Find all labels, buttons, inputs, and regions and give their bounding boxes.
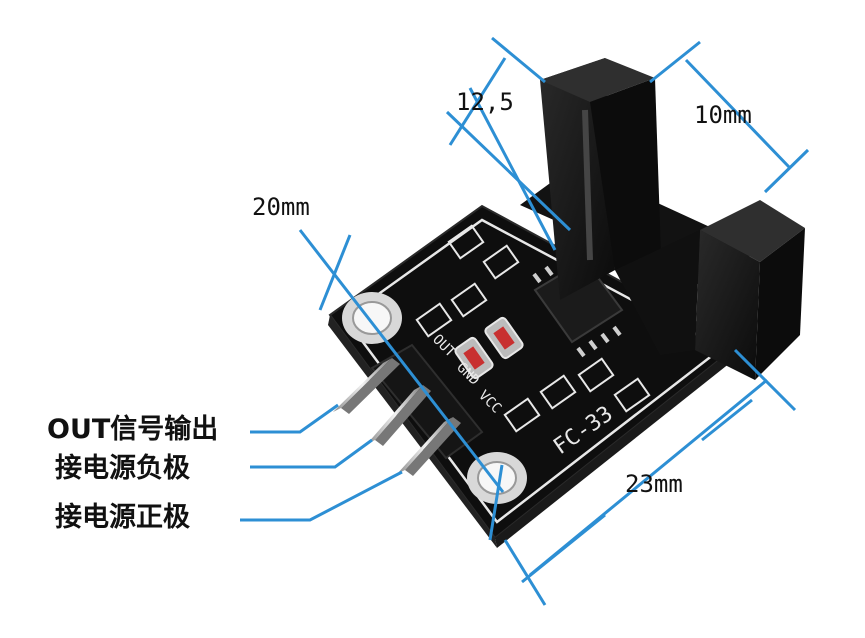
header-pin-gnd [367,385,431,446]
pin-label-gnd: 接电源负极 [55,453,190,484]
board-height-dimension-line [298,229,505,541]
header-pin-vcc [397,417,461,476]
pin-label-out: OUT信号输出 [47,414,219,445]
sensor-width-label: 10mm [694,101,752,129]
mounting-hole-top [342,292,402,344]
board-height-label: 20mm [252,193,310,221]
slot-depth-label: 12,5 [456,88,514,116]
dimension-lines [240,36,810,606]
header-pin-out [333,358,400,414]
sensor-width-dimension-line [649,40,810,194]
board-length-label: 23mm [625,470,683,498]
smd-pads [415,224,651,433]
pin-leader-lines [240,403,403,522]
slot-sensor [520,58,805,380]
led-signal [484,316,524,360]
led-power [454,336,494,380]
slot-depth-dimension-line [445,36,572,251]
board-length-dimension-line [503,348,797,606]
pin-label-vcc: 接电源正极 [55,502,190,533]
